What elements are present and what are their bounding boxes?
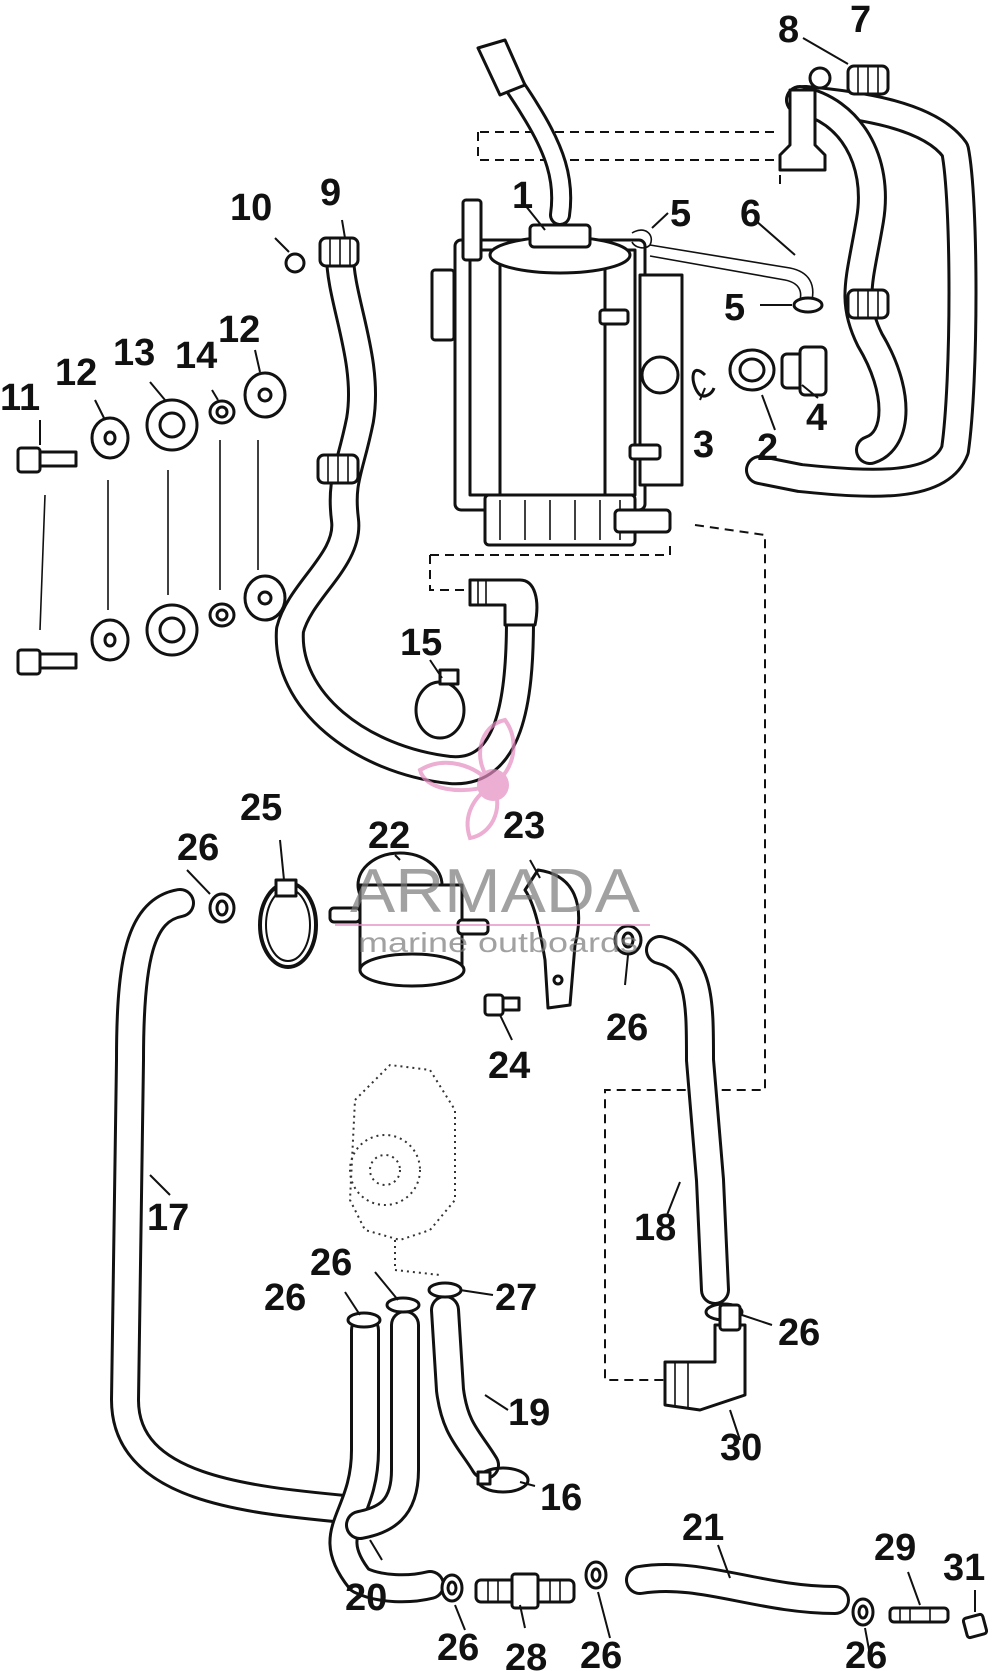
callout-25: 25: [240, 787, 282, 829]
leader-lines: [39, 37, 976, 1656]
grommet-2: [728, 348, 776, 392]
armada-watermark: ARMADA marine outboards: [335, 717, 650, 958]
callout-31: 31: [943, 1547, 985, 1589]
callout-2: 2: [757, 427, 778, 469]
hose-17: [110, 888, 370, 1525]
bolt-11-upper: [16, 446, 78, 474]
hose-18: [645, 935, 730, 1305]
callout-17: 17: [147, 1197, 189, 1239]
elbow-fitting-7: [846, 64, 890, 96]
hose-21: [625, 1562, 850, 1615]
clamp-26-filter-out: [613, 924, 643, 956]
callout-26-bottom-1: 26: [437, 1627, 479, 1669]
clip-5-upper: [631, 229, 652, 249]
clamp-26-middle: [385, 1296, 421, 1314]
callout-22: 22: [368, 815, 410, 857]
callout-10: 10: [230, 187, 272, 229]
callout-26-filter: 26: [606, 1007, 648, 1049]
callout-29: 29: [874, 1527, 916, 1569]
hose-19: [430, 1295, 500, 1480]
fitting-29: [888, 1606, 950, 1624]
o-ring-8: [808, 66, 832, 90]
callout-20: 20: [345, 1577, 387, 1619]
watermark-tagline: marine outboards: [358, 927, 638, 958]
o-ring-10: [284, 252, 306, 274]
bushing-14-lower: [208, 602, 236, 628]
fuel-filter-22: [328, 851, 490, 988]
clip-5-lower: [792, 296, 824, 314]
callout-18: 18: [634, 1207, 676, 1249]
clamp-27: [427, 1281, 463, 1299]
fitting-4: [780, 345, 828, 397]
callout-13: 13: [113, 332, 155, 374]
callout-3: 3: [693, 424, 714, 466]
callout-4: 4: [806, 397, 827, 439]
grommet-13-lower: [145, 603, 199, 657]
clamp-26-bottom-3: [851, 1597, 875, 1627]
grommet-13-upper: [145, 398, 199, 452]
washer-12-right-upper: [243, 371, 287, 419]
callout-11: 11: [0, 377, 40, 419]
elbow-fitting-15: [468, 578, 539, 627]
callout-14: 14: [175, 335, 217, 377]
callout-26-top: 26: [177, 827, 219, 869]
elbow-fitting-7-left: [778, 88, 827, 172]
retaining-ring-3: [691, 368, 716, 398]
callout-26-middle: 26: [310, 1242, 352, 1284]
screw-24: [483, 993, 521, 1017]
callout-21: 21: [682, 1507, 724, 1549]
hardware-axis-lines: [39, 440, 259, 631]
cap-31: [961, 1612, 989, 1640]
callout-5-lower: 5: [724, 287, 745, 329]
callout-7: 7: [850, 0, 871, 41]
clamp-26-top: [208, 892, 236, 924]
callout-5-upper: 5: [670, 193, 691, 235]
callout-19: 19: [508, 1392, 550, 1434]
washer-12-right-lower: [243, 574, 287, 622]
callout-12-left: 12: [55, 352, 97, 394]
hose-20: [328, 1310, 445, 1604]
callout-26-hose-18: 26: [778, 1312, 820, 1354]
callout-12-right: 12: [218, 309, 260, 351]
callout-1: 1: [512, 175, 533, 217]
callout-28: 28: [505, 1637, 547, 1671]
connector-28: [474, 1572, 576, 1610]
washer-12-left-lower: [90, 618, 130, 662]
callout-26-bottom-2: 26: [580, 1635, 622, 1671]
clamp-26-bottom-1: [440, 1573, 464, 1603]
propeller-logo-icon: [417, 717, 516, 841]
elbow-fitting-7-mid: [846, 288, 890, 320]
hose-7: [745, 85, 978, 498]
clamp-26-bottom-2: [584, 1560, 608, 1590]
callout-26-bottom-3: 26: [845, 1635, 887, 1671]
callout-26-left: 26: [264, 1277, 306, 1319]
clamp-16: [476, 1466, 530, 1494]
watermark-brand: ARMADA: [350, 857, 641, 926]
fuel-module-1: [430, 38, 684, 547]
callout-30: 30: [720, 1427, 762, 1469]
callout-23: 23: [503, 805, 545, 847]
bracket-23: [523, 868, 581, 1010]
callout-6: 6: [740, 193, 761, 235]
callout-27: 27: [495, 1277, 537, 1319]
mechanical-pump-reference: [348, 1063, 456, 1276]
bolt-11-lower: [16, 648, 78, 676]
clamp-15: [414, 668, 466, 740]
clamp-26-left: [346, 1311, 382, 1329]
callout-24: 24: [488, 1045, 530, 1087]
elbow-30: [663, 1303, 747, 1412]
clamp-25: [258, 878, 318, 969]
callout-16: 16: [540, 1477, 582, 1519]
callout-9: 9: [320, 172, 341, 214]
bushing-14-upper: [208, 399, 236, 425]
elbow-fitting-lower-9: [316, 453, 360, 485]
hose-6: [649, 244, 814, 301]
callout-8: 8: [778, 9, 799, 51]
elbow-fitting-9: [318, 236, 360, 268]
washer-12-left-upper: [90, 416, 130, 460]
callout-15: 15: [400, 622, 442, 664]
hose-9: [274, 240, 535, 786]
